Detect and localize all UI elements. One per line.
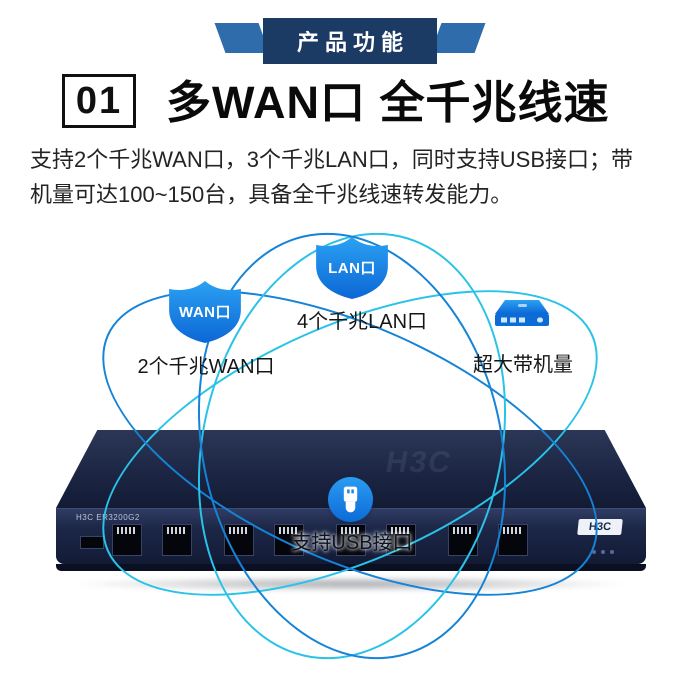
ethernet-port bbox=[112, 524, 142, 556]
ribbon-right-wing bbox=[430, 23, 486, 53]
usb-icon bbox=[328, 477, 373, 522]
ribbon-left-wing bbox=[214, 23, 270, 53]
wan-shield-icon: WAN口 bbox=[168, 280, 242, 344]
ethernet-port bbox=[336, 524, 366, 556]
console-slot bbox=[80, 536, 104, 549]
wan-badge-label: WAN口 bbox=[179, 304, 231, 321]
usb-caption: 支持USB接口 bbox=[291, 532, 413, 554]
capacity-router-icon bbox=[493, 292, 551, 332]
section-number-badge: 01 bbox=[62, 74, 136, 128]
lan-badge-label: LAN口 bbox=[328, 260, 376, 277]
section-title: 多WAN口 全千兆线速 bbox=[166, 77, 610, 128]
led-indicator bbox=[610, 550, 614, 554]
ribbon-title: 产品功能 bbox=[262, 18, 438, 64]
ethernet-port bbox=[448, 524, 478, 556]
model-label: H3C ER3200G2 bbox=[76, 513, 140, 522]
ethernet-port bbox=[274, 524, 304, 556]
router-photo: H3C H3C ER3200G2 H3C bbox=[56, 430, 646, 592]
led-indicator bbox=[601, 550, 605, 554]
ethernet-port bbox=[386, 524, 416, 556]
lan-shield-icon: LAN口 bbox=[315, 236, 389, 300]
ethernet-port bbox=[162, 524, 192, 556]
lan-caption: 4个千兆LAN口 bbox=[296, 311, 428, 333]
description-line-2: 机量可达100~150台，具备全千兆线速转发能力。 bbox=[30, 182, 513, 207]
description-line-1: 支持2个千兆WAN口，3个千兆LAN口，同时支持USB接口；带 bbox=[30, 147, 634, 172]
description: 支持2个千兆WAN口，3个千兆LAN口，同时支持USB接口；带 机量可达100~… bbox=[30, 142, 680, 212]
ethernet-port bbox=[498, 524, 528, 556]
router-shadow bbox=[70, 576, 632, 592]
router-bottom-edge bbox=[56, 564, 646, 571]
wan-caption: 2个千兆WAN口 bbox=[137, 356, 275, 378]
capacity-caption: 超大带机量 bbox=[473, 354, 573, 376]
led-indicator bbox=[592, 550, 596, 554]
ethernet-port bbox=[224, 524, 254, 556]
section-ribbon: 产品功能 bbox=[0, 8, 700, 64]
led-indicators bbox=[592, 550, 614, 554]
